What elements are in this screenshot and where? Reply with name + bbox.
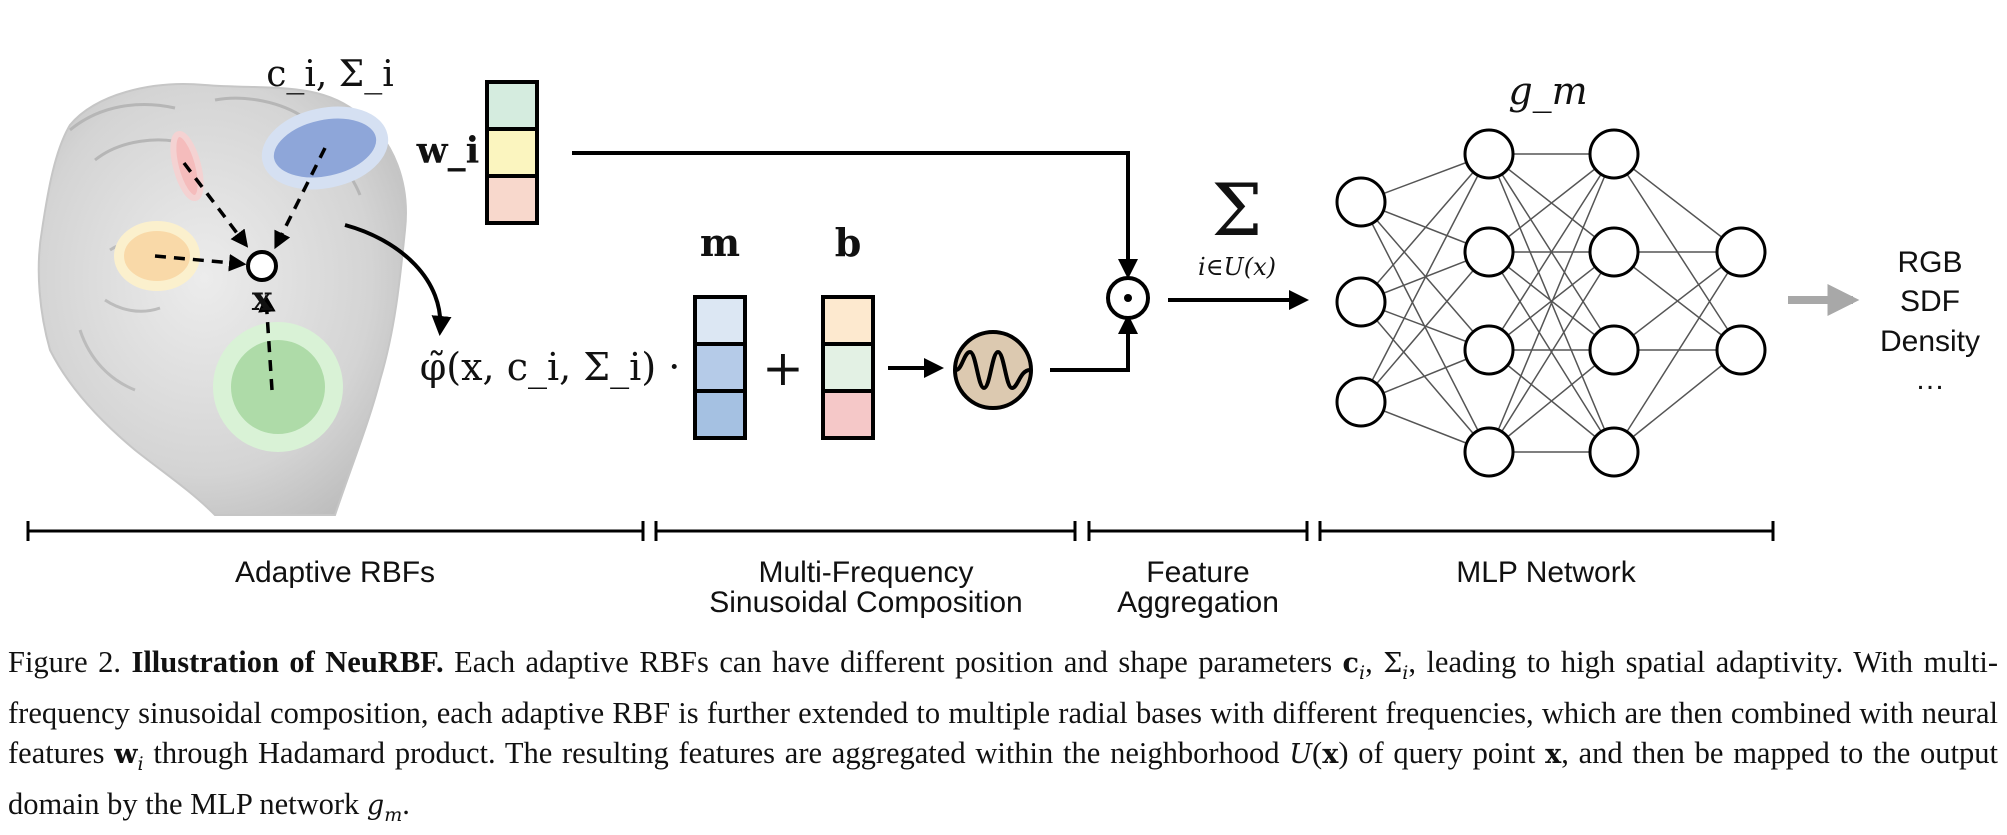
output-labels: RGB SDF Density … <box>1880 246 1980 396</box>
caption-text-6: . <box>402 787 410 822</box>
mlp-node-layer-3 <box>1588 226 1640 278</box>
g-label: g_m <box>1508 69 1587 114</box>
neurbf-diagram: x c_i, Σ_i w_i φ̃(x, c_i, Σ_i) · m + b <box>26 54 1980 619</box>
mlp-node-layer-1 <box>1335 276 1387 328</box>
output-rgb: RGB <box>1897 246 1962 279</box>
mlp-edge <box>1360 301 1490 453</box>
mlp-node-layer-4 <box>1715 324 1767 376</box>
rbf-blob-green <box>213 322 343 452</box>
caption-sym-x-1: x <box>1322 739 1339 771</box>
stage-multifreq-line2: Sinusoidal Composition <box>709 586 1023 619</box>
b-label: b <box>835 220 862 265</box>
caption-title: Illustration of NeuRBF. <box>131 645 444 679</box>
mlp-edge <box>1360 153 1490 303</box>
caption-sub-m: m <box>384 804 403 827</box>
mlp-edge <box>1488 153 1615 253</box>
caption-sym-c: c <box>1342 648 1359 679</box>
sum-subscript: i∈U(x) <box>1198 253 1276 281</box>
caption-sym-w: w <box>114 739 138 771</box>
curved-arrow <box>344 223 452 336</box>
mlp-edge <box>1360 251 1490 403</box>
caption-sub-i-1: i <box>1359 662 1366 685</box>
m-label: m <box>700 220 740 265</box>
caption-text-3: through Hadamard product. The resulting … <box>153 736 1280 771</box>
dashed-arrows <box>154 147 327 391</box>
mlp-node-layer-2 <box>1463 226 1515 278</box>
mlp-edges <box>1360 153 1742 453</box>
query-point-circle <box>246 250 278 282</box>
mlp-edge <box>1488 349 1615 453</box>
mlp-edge <box>1613 153 1742 253</box>
stage-labels: Adaptive RBFs Multi-Frequency Sinusoidal… <box>235 556 1637 619</box>
query-point-label: x <box>252 279 273 319</box>
stage-feature-line2: Aggregation <box>1117 586 1279 619</box>
sum-symbol: Σ <box>1212 168 1263 252</box>
mlp-node-layer-2 <box>1463 324 1515 376</box>
w-vector <box>485 80 539 225</box>
phi-expression: φ̃(x, c_i, Σ_i) · <box>420 345 681 390</box>
mlp-node-layer-1 <box>1335 376 1387 428</box>
mlp-node-layer-2 <box>1463 426 1515 478</box>
mlp-node-layer-1 <box>1335 176 1387 228</box>
caption-sym-x-2: x <box>1545 739 1562 771</box>
sine-to-product-arrow <box>1050 314 1138 372</box>
b-vector <box>821 295 875 440</box>
plus-sign: + <box>762 339 804 397</box>
stage-feature-line1: Feature <box>1146 556 1249 589</box>
mlp-nodes <box>1335 128 1767 478</box>
stage-adaptive-rbfs: Adaptive RBFs <box>235 556 435 589</box>
mlp-edge <box>1360 201 1490 351</box>
figure-caption: Figure 2. Illustration of NeuRBF. Each a… <box>8 645 1999 827</box>
mlp-edge <box>1360 153 1490 403</box>
mlp-edge <box>1613 349 1742 453</box>
caption-text-2: , leading to high spatial adaptivity. Wi… <box>8 645 1999 771</box>
output-sdf: SDF <box>1900 285 1960 318</box>
w-to-product-arrow <box>572 151 1138 279</box>
mlp-edge <box>1488 251 1615 351</box>
sine-activation-icon <box>953 330 1033 410</box>
caption-sym-sigma: Σ <box>1383 648 1403 679</box>
mlp-edge <box>1488 153 1615 453</box>
caption-sub-i-2: i <box>1402 662 1409 685</box>
w-label: w_i <box>416 130 480 172</box>
mlp-node-layer-3 <box>1588 324 1640 376</box>
mlp-node-layer-2 <box>1463 128 1515 180</box>
c-sigma-label: c_i, Σ_i <box>266 54 394 95</box>
mlp-node-layer-3 <box>1588 426 1640 478</box>
output-density: Density <box>1880 325 1980 358</box>
mlp-edge <box>1613 251 1742 453</box>
m-vector <box>693 295 747 440</box>
hadamard-product-icon <box>1106 276 1150 320</box>
caption-text-5: , and then be mapped to the output domai… <box>8 736 1998 822</box>
caption-sub-i-3: i <box>137 753 144 776</box>
caption-figure-label: Figure 2. <box>8 645 121 679</box>
caption-text-4: of query point <box>1358 736 1536 771</box>
mlp-edge <box>1488 251 1615 453</box>
caption-sym-U: U <box>1289 739 1313 771</box>
mlp-node-layer-4 <box>1715 226 1767 278</box>
output-ellipsis: … <box>1915 363 1945 396</box>
mlp-edge <box>1613 251 1742 351</box>
stage-brackets <box>26 521 1775 541</box>
stage-mlp-network: MLP Network <box>1456 556 1637 589</box>
caption-text-1: Each adaptive RBFs can have different po… <box>454 645 1333 679</box>
caption-sym-g: g <box>366 790 385 822</box>
stage-multifreq-line1: Multi-Frequency <box>758 556 973 589</box>
mlp-edge <box>1488 153 1615 351</box>
mlp-node-layer-3 <box>1588 128 1640 180</box>
